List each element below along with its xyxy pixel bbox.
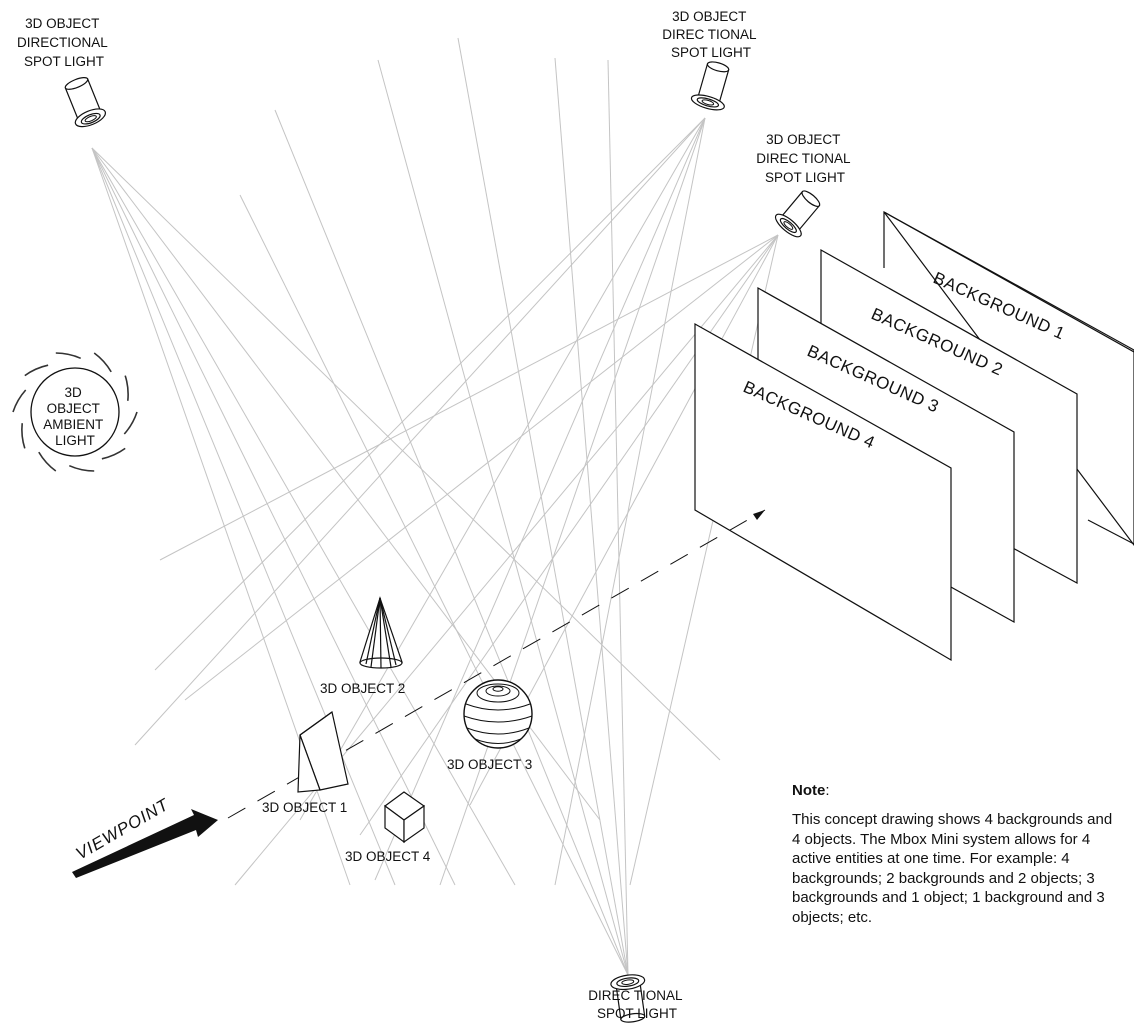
label-line: DIRECTIONAL — [17, 35, 108, 50]
ambient-arc — [124, 375, 129, 401]
spotlight-top-left-label: 3D OBJECT DIRECTIONAL SPOT LIGHT — [17, 16, 111, 69]
spotlight-bottom-label: DIREC TIONAL SPOT LIGHT — [588, 988, 686, 1021]
ambient-arc — [24, 364, 49, 377]
viewpoint-arrow: VIEWPOINT — [72, 795, 218, 878]
label-line: LIGHT — [55, 433, 95, 448]
object-2-cone-icon — [359, 596, 403, 669]
label-line: DIREC TIONAL — [756, 151, 851, 166]
object-1-wedge-icon — [297, 710, 349, 793]
beam — [374, 117, 706, 881]
ambient-arc — [101, 447, 126, 460]
spotlight-top-left-icon — [64, 77, 107, 128]
ambient-arc — [12, 389, 27, 413]
beam — [607, 59, 629, 976]
beam — [91, 147, 721, 761]
beam — [554, 117, 706, 886]
label-line: SPOT LIGHT — [597, 1006, 677, 1021]
beam — [184, 234, 779, 701]
note-title-colon: : — [825, 782, 830, 799]
viewpoint-arrow-icon — [72, 809, 218, 878]
label-line: 3D — [64, 385, 82, 400]
note-line: backgrounds; 2 backgrounds and 2 objects… — [792, 869, 1095, 887]
ambient-arc — [123, 411, 138, 435]
object-2-label: 3D OBJECT 2 — [320, 681, 405, 696]
beam — [457, 37, 629, 976]
ambient-arc — [21, 423, 26, 449]
object-4-cube-icon — [383, 791, 426, 844]
beam — [159, 234, 779, 561]
spotlight-bottom-icon — [610, 974, 646, 1023]
beam — [377, 59, 629, 976]
note-line: objects; etc. — [792, 908, 873, 926]
beam — [274, 109, 629, 976]
beam — [299, 117, 706, 821]
note-line: 4 objects. The Mbox Mini system allows f… — [792, 830, 1091, 848]
label-line: 3D OBJECT — [766, 132, 840, 147]
label-line: 3D OBJECT — [25, 16, 99, 31]
ambient-light-label: 3D OBJECT AMBIENT LIGHT — [43, 385, 107, 448]
beam — [91, 147, 516, 886]
spotlight-right-label: 3D OBJECT DIREC TIONAL SPOT LIGHT — [756, 132, 854, 185]
label-line: DIREC TIONAL — [662, 27, 757, 42]
object-4-label: 3D OBJECT 4 — [345, 849, 431, 864]
beam — [239, 194, 629, 976]
note-heading: Note: — [792, 782, 830, 799]
label-line: 3D OBJECT — [672, 9, 746, 24]
label-line: DIREC TIONAL — [588, 988, 683, 1003]
label-line: OBJECT — [47, 401, 100, 416]
note-title: Note — [792, 782, 826, 799]
label-line: SPOT LIGHT — [765, 170, 845, 185]
beam — [629, 234, 779, 886]
beam — [439, 117, 706, 886]
ambient-arc — [55, 352, 82, 360]
object-3-sphere-icon — [463, 679, 533, 749]
spotlight-top-center-icon — [690, 61, 730, 111]
label-line: SPOT LIGHT — [671, 45, 751, 60]
object-1-label: 3D OBJECT 1 — [262, 800, 347, 815]
object-3-label: 3D OBJECT 3 — [447, 757, 532, 772]
spotlight-right-icon — [774, 190, 821, 238]
beam — [359, 234, 779, 836]
label-line: SPOT LIGHT — [24, 54, 104, 69]
ambient-arc — [93, 352, 112, 373]
ambient-arc — [68, 464, 95, 472]
background-panels: BACKGROUND 1 BACKGROUND 2 BACKGROUND 3 B… — [694, 210, 1134, 662]
beam — [554, 57, 629, 976]
ambient-light-icon — [12, 352, 138, 472]
beam — [154, 117, 706, 671]
beam — [134, 117, 706, 746]
note-line: active entities at one time. For example… — [792, 850, 1070, 867]
note-body: This concept drawing shows 4 backgrounds… — [792, 810, 1134, 927]
note-line: backgrounds and 1 object; 1 background a… — [792, 889, 1105, 906]
note-line: This concept drawing shows 4 backgrounds… — [792, 811, 1113, 828]
label-line: AMBIENT — [43, 417, 103, 432]
light-beams — [91, 37, 779, 976]
ambient-arc — [38, 451, 57, 472]
beam — [91, 147, 456, 886]
spotlight-top-center-label: 3D OBJECT DIREC TIONAL SPOT LIGHT — [662, 9, 760, 60]
sightline-arrowhead — [753, 510, 765, 520]
